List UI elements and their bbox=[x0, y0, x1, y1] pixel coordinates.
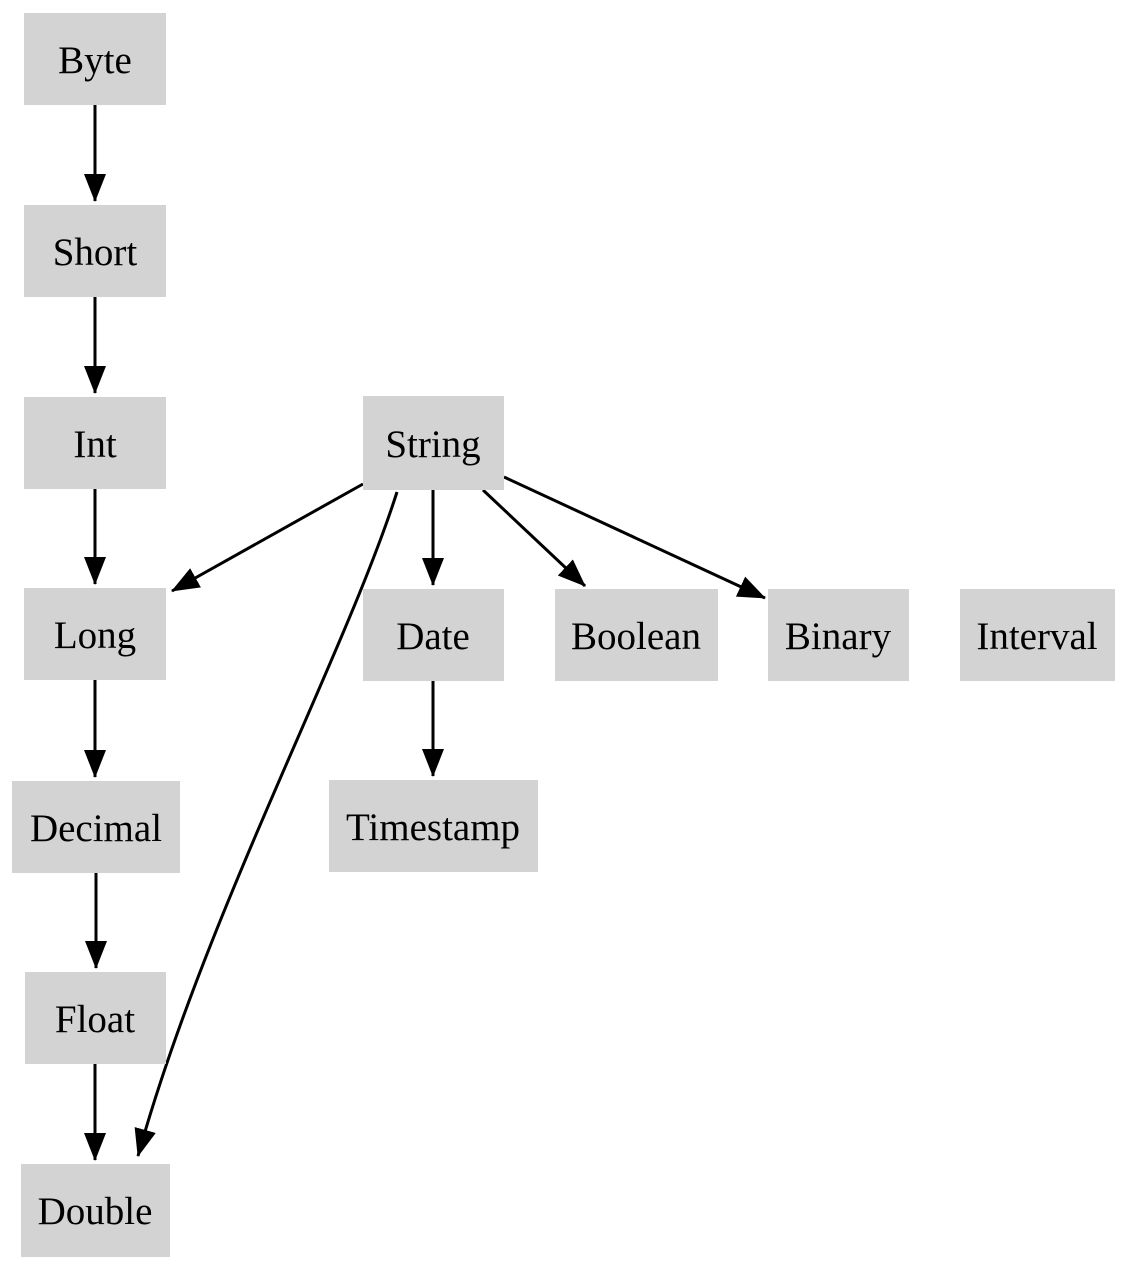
node-timestamp-label: Timestamp bbox=[346, 806, 520, 849]
node-float-box bbox=[25, 972, 166, 1064]
node-date-box bbox=[363, 589, 504, 681]
node-byte: Byte bbox=[24, 13, 166, 105]
node-int-label: Int bbox=[73, 423, 116, 466]
node-decimal-label: Decimal bbox=[30, 807, 162, 850]
node-float: Float bbox=[25, 972, 166, 1064]
node-short: Short bbox=[24, 205, 166, 297]
node-boolean: Boolean bbox=[555, 589, 718, 681]
node-string-label: String bbox=[385, 423, 480, 466]
node-interval: Interval bbox=[960, 589, 1115, 681]
node-binary: Binary bbox=[768, 589, 909, 681]
node-short-box bbox=[24, 205, 166, 297]
node-string: String bbox=[363, 396, 504, 490]
node-timestamp: Timestamp bbox=[329, 780, 538, 872]
node-double-label: Double bbox=[38, 1190, 153, 1233]
node-decimal: Decimal bbox=[12, 781, 180, 873]
edge-group bbox=[84, 105, 766, 1161]
node-double-box bbox=[21, 1164, 170, 1257]
node-byte-label: Byte bbox=[58, 39, 132, 82]
edge-string-long bbox=[171, 482, 364, 593]
node-byte-box bbox=[24, 13, 166, 105]
node-long-label: Long bbox=[54, 614, 136, 657]
node-binary-box bbox=[768, 589, 909, 681]
edge-string-double bbox=[134, 491, 399, 1157]
edge-string-binary bbox=[503, 475, 766, 600]
node-interval-box bbox=[960, 589, 1115, 681]
node-long-box bbox=[24, 588, 166, 680]
edge-string-boolean bbox=[481, 488, 587, 588]
node-float-label: Float bbox=[55, 998, 135, 1041]
node-short-label: Short bbox=[53, 231, 138, 274]
node-date: Date bbox=[363, 589, 504, 681]
node-double: Double bbox=[21, 1164, 170, 1257]
node-interval-label: Interval bbox=[976, 615, 1097, 658]
node-date-label: Date bbox=[396, 615, 470, 658]
node-boolean-label: Boolean bbox=[571, 615, 701, 658]
node-int-box bbox=[24, 397, 166, 489]
node-int: Int bbox=[24, 397, 166, 489]
node-long: Long bbox=[24, 588, 166, 680]
node-timestamp-box bbox=[329, 780, 538, 872]
node-decimal-box bbox=[12, 781, 180, 873]
node-string-box bbox=[363, 396, 504, 490]
node-boolean-box bbox=[555, 589, 718, 681]
node-binary-label: Binary bbox=[785, 615, 892, 658]
